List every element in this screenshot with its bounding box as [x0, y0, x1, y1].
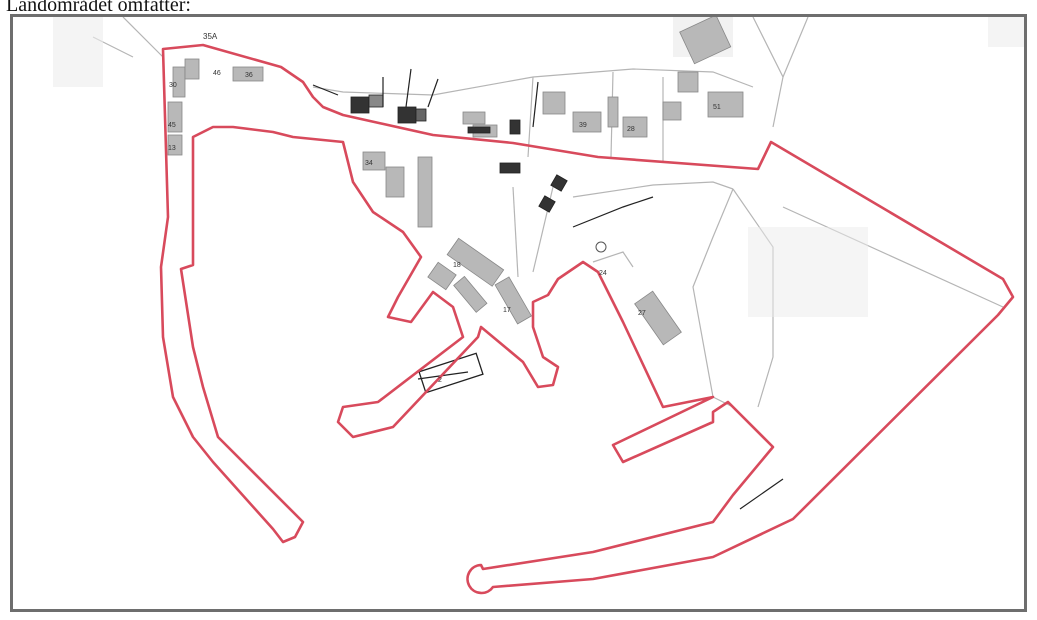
building	[542, 91, 566, 115]
road-line	[782, 17, 809, 78]
building	[417, 156, 433, 228]
pier-structure	[418, 352, 484, 394]
label-46: 46	[213, 70, 221, 77]
label-39: 39	[579, 122, 587, 129]
map-frame: 35A 46 36 30 45 13 10 39 28 51 24 27 34 …	[10, 14, 1027, 612]
building	[385, 166, 405, 198]
road-line	[592, 251, 634, 268]
line-detail	[532, 81, 539, 128]
road-line	[527, 76, 534, 158]
building	[362, 151, 386, 171]
dark-building	[550, 174, 568, 192]
label-2: 2	[438, 377, 442, 384]
line-detail	[427, 78, 439, 108]
dark-building	[499, 162, 521, 174]
dark-building	[368, 94, 384, 108]
site-map: 35A 46 36 30 45 13 10 39 28 51 24 27 34 …	[53, 17, 1024, 595]
building	[427, 261, 457, 291]
road-line	[782, 206, 1004, 308]
road-line	[752, 17, 784, 128]
label-51: 51	[713, 104, 721, 111]
line-detail	[739, 478, 784, 510]
building	[607, 96, 619, 128]
patch	[53, 17, 103, 87]
dark-building	[509, 119, 521, 135]
line-details	[312, 68, 784, 510]
road-lines	[92, 17, 1004, 408]
road-line	[692, 188, 734, 408]
dark-building	[538, 195, 556, 213]
bollard-marker	[595, 241, 607, 253]
road-line	[122, 17, 164, 58]
building	[622, 116, 648, 138]
label-13: 13	[168, 145, 176, 152]
label-30: 30	[169, 82, 177, 89]
building	[184, 58, 200, 80]
line-detail	[312, 84, 339, 96]
building	[453, 275, 488, 313]
building	[677, 71, 699, 93]
building	[707, 91, 744, 118]
building	[679, 17, 732, 65]
label-28: 28	[627, 126, 635, 133]
building	[634, 290, 682, 346]
label-27: 27	[638, 310, 646, 317]
road-line	[572, 181, 734, 198]
road-line	[512, 186, 519, 278]
label-45: 45	[168, 122, 176, 129]
page-caption: Landområdet omfatter:	[6, 0, 191, 16]
line-detail	[572, 196, 654, 228]
dark-building	[350, 96, 370, 114]
label-35a: 35A	[203, 32, 218, 41]
building	[494, 276, 532, 325]
label-18: 18	[453, 262, 461, 269]
label-10: 10	[468, 127, 476, 134]
line-detail	[405, 68, 412, 108]
building	[446, 237, 505, 287]
building	[167, 134, 183, 156]
building	[662, 101, 682, 121]
building	[572, 111, 602, 133]
dark-building	[415, 108, 427, 122]
label-17: 17	[503, 307, 511, 314]
building	[172, 66, 186, 98]
label-36: 36	[245, 72, 253, 79]
building	[167, 101, 183, 133]
patch	[988, 17, 1024, 47]
patch	[748, 227, 868, 317]
boundary	[159, 43, 1015, 595]
label-34: 34	[365, 160, 373, 167]
buildings	[167, 17, 744, 346]
dark-building	[397, 106, 417, 124]
building	[232, 66, 264, 82]
dark-building	[467, 126, 491, 134]
dark-buildings	[350, 94, 568, 213]
building	[462, 111, 486, 125]
label-24: 24	[599, 270, 607, 277]
boundary-main	[159, 43, 1015, 595]
